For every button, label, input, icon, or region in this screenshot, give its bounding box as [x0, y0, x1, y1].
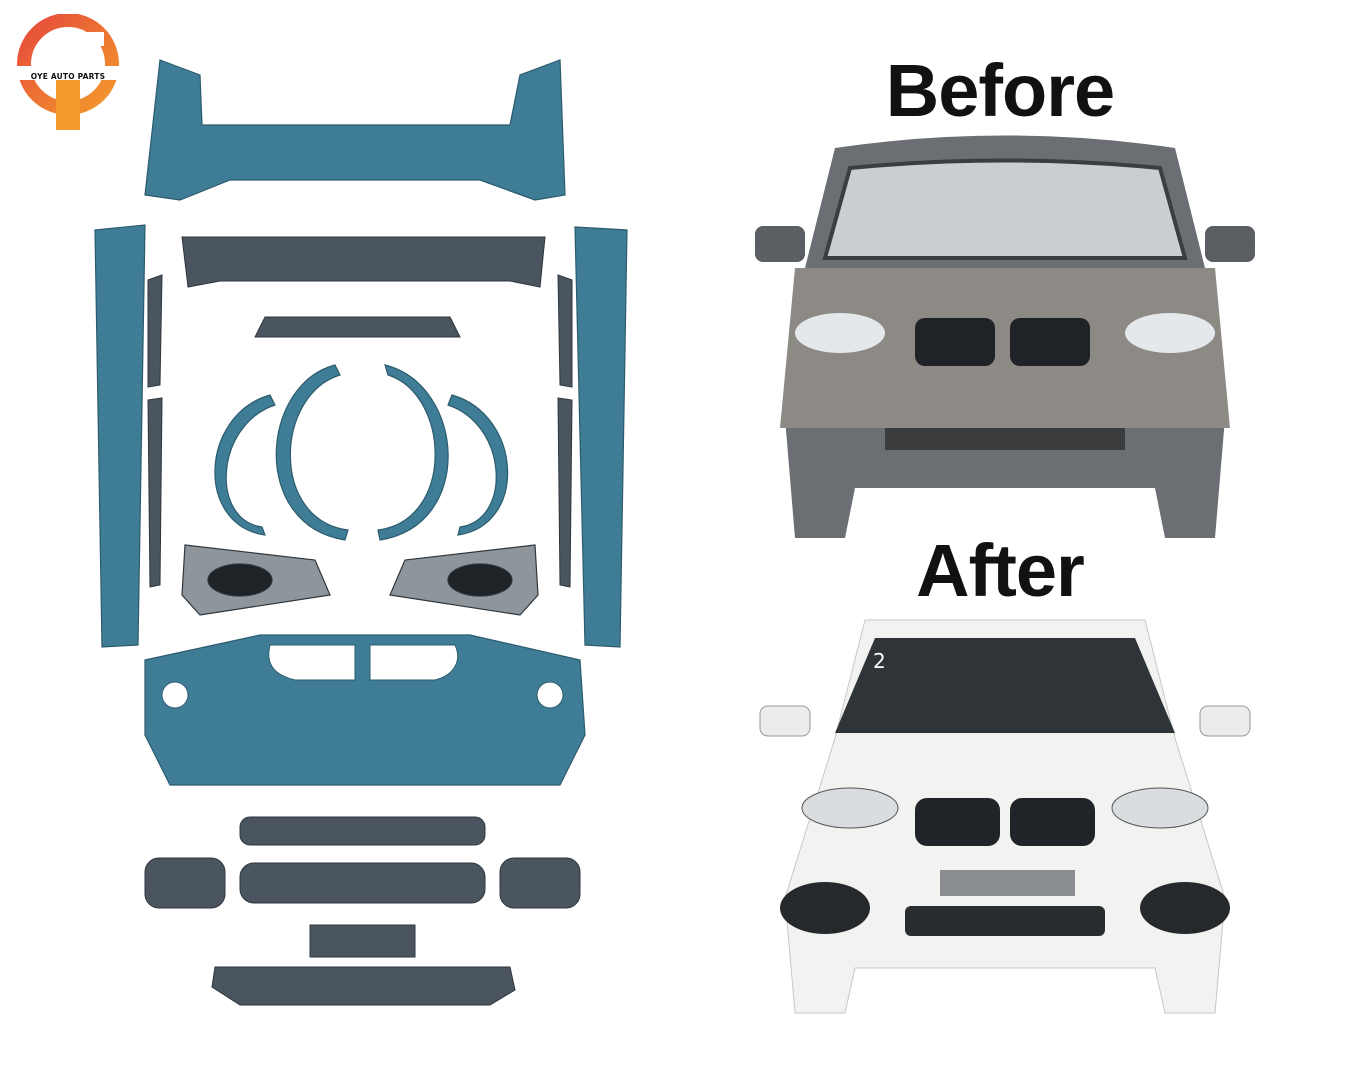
- logo-text: OYE AUTO PARTS: [30, 72, 106, 81]
- lower-lip-spoiler: [211, 966, 516, 1006]
- wheel-arch-left-front: [275, 364, 349, 541]
- wheel-arch-left-rear: [214, 394, 276, 536]
- after-label: After: [916, 529, 1085, 612]
- body-kit-parts-illustration: [94, 59, 628, 1006]
- front-bumper: [144, 634, 586, 786]
- after-car-photo: 2: [759, 619, 1251, 1014]
- side-skirt-left: [94, 224, 146, 648]
- window-sticker: 2: [873, 649, 886, 673]
- before-car-photo: [755, 135, 1255, 538]
- center-grille: [239, 862, 486, 904]
- wheel-arch-right-front: [377, 364, 449, 541]
- before-label: Before: [885, 49, 1115, 132]
- headlights: [181, 544, 539, 616]
- side-trim-left: [147, 274, 163, 388]
- fog-grille-left: [144, 857, 226, 909]
- wheel-arch-right-rear: [447, 394, 509, 536]
- side-trim-right-lower: [557, 397, 573, 588]
- lower-grille: [239, 816, 486, 846]
- side-trim-right: [557, 274, 573, 388]
- logo-mark-icon: [16, 13, 120, 130]
- rear-bumper: [144, 59, 566, 201]
- reflector-strip: [254, 316, 461, 338]
- license-plate-bracket: [309, 924, 416, 958]
- brand-logo: OYE AUTO PARTS: [16, 13, 120, 134]
- fog-grille-right: [499, 857, 581, 909]
- rear-diffuser: [181, 236, 546, 288]
- side-skirt-right: [574, 226, 628, 648]
- side-trim-left-lower: [147, 397, 163, 588]
